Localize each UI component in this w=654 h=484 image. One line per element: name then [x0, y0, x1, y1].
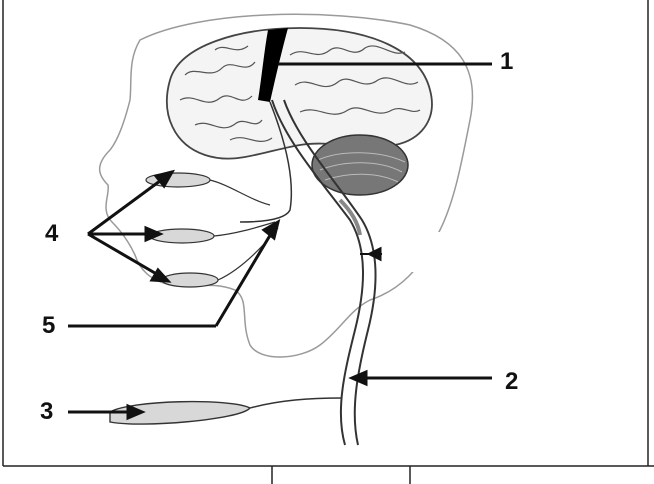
label-3: 3 — [40, 400, 53, 424]
label-1: 1 — [500, 50, 513, 74]
label-5: 5 — [42, 314, 55, 338]
face-muscles — [146, 173, 278, 287]
cerebrum — [167, 28, 432, 159]
label-4: 4 — [45, 222, 58, 246]
cerebellum — [312, 135, 408, 195]
blank-box — [380, 232, 520, 272]
label-2: 2 — [505, 370, 518, 394]
limb-muscle — [110, 398, 342, 424]
